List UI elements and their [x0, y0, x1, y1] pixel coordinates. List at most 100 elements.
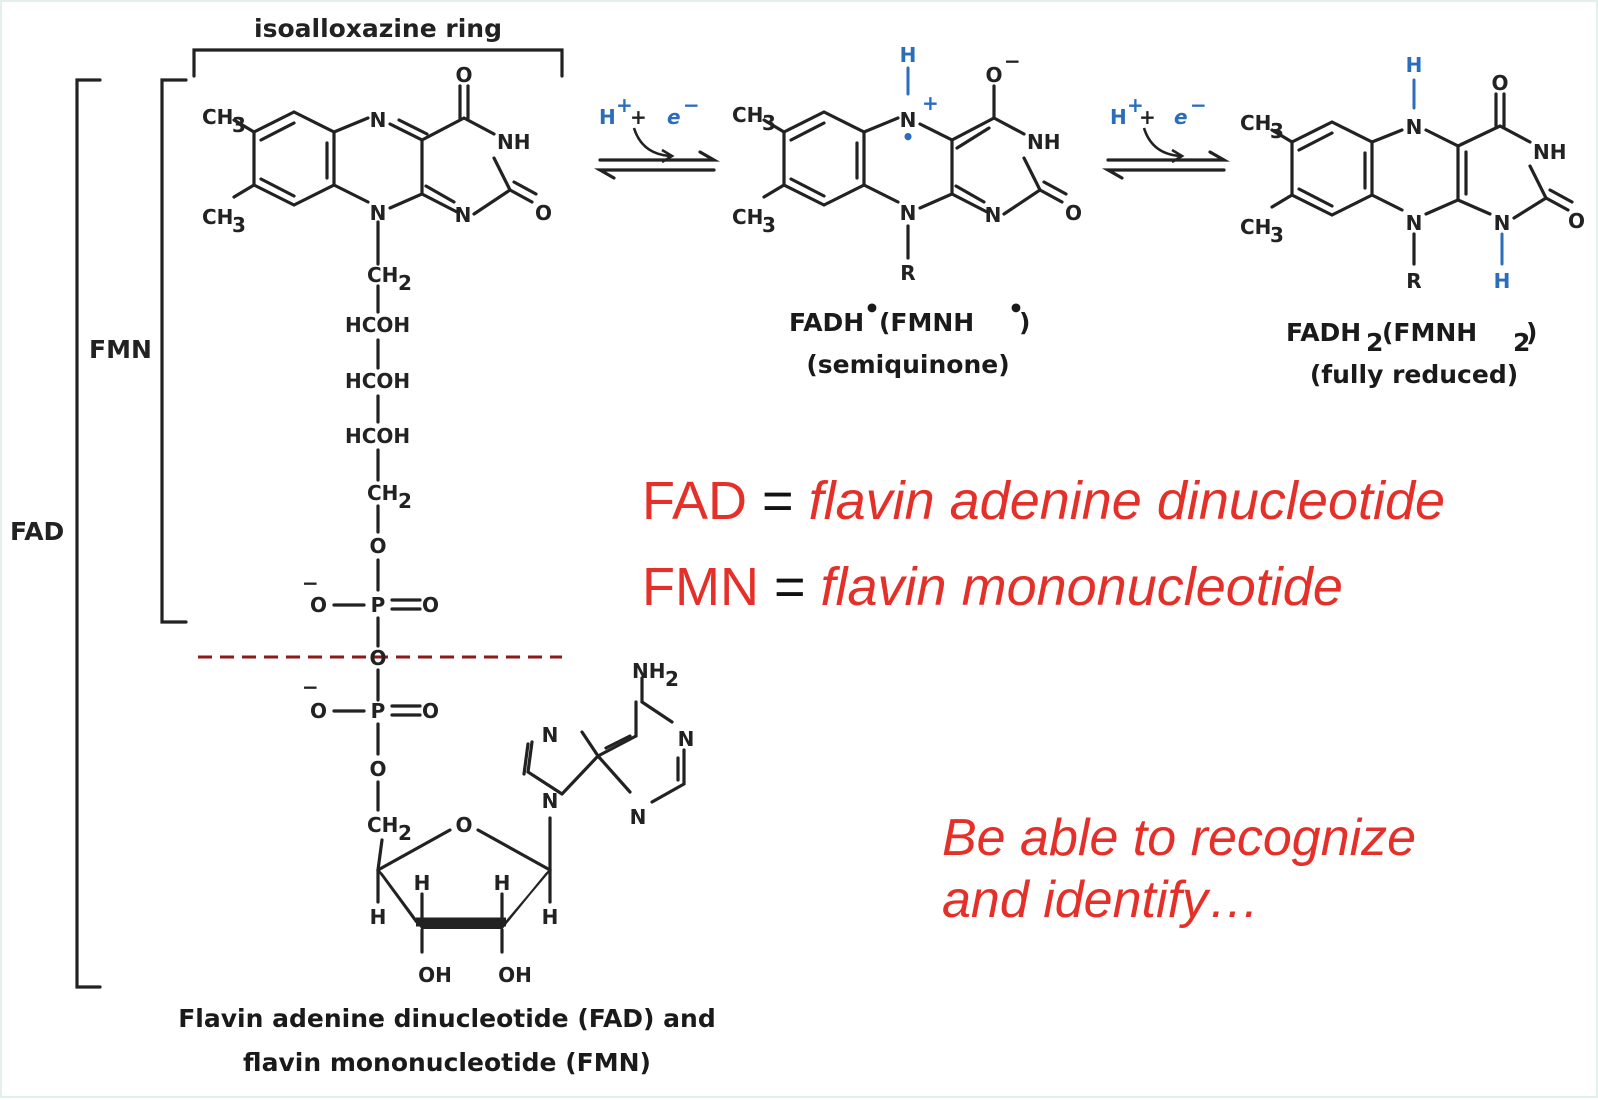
- svg-text:H: H: [900, 43, 917, 67]
- svg-text:e: e: [1174, 105, 1188, 129]
- svg-text:O: O: [369, 534, 386, 558]
- reduction-arrow-1: H + + e −: [593, 93, 721, 180]
- adenine: N N N N NH 2: [522, 659, 694, 829]
- fad-bracket-label: FAD: [10, 517, 64, 546]
- study-note: Be able to recognize and identify…: [942, 809, 1417, 930]
- svg-text:3: 3: [762, 213, 776, 237]
- svg-text:−: −: [683, 93, 700, 117]
- svg-text:(FMNH: (FMNH: [1382, 318, 1477, 347]
- svg-text:N: N: [900, 108, 917, 132]
- svg-text:H: H: [1110, 105, 1127, 129]
- svg-text:CH: CH: [367, 481, 398, 505]
- svg-text:O: O: [985, 63, 1002, 87]
- svg-text:O: O: [310, 593, 327, 617]
- svg-text:O: O: [455, 63, 472, 87]
- fad-definition: FAD = flavin adenine dinucleotide: [642, 471, 1446, 531]
- svg-text:+: +: [922, 91, 939, 115]
- phosphate-1: − O P O: [302, 571, 439, 648]
- svg-text:O: O: [422, 699, 439, 723]
- svg-text:H: H: [1406, 53, 1423, 77]
- svg-text:N: N: [1406, 115, 1423, 139]
- svg-text:3: 3: [1270, 223, 1284, 247]
- fmn-bracket: FMN: [89, 78, 188, 624]
- svg-text:N: N: [1406, 211, 1423, 235]
- svg-text:H: H: [494, 871, 511, 895]
- svg-text:CH: CH: [202, 205, 233, 229]
- svg-text:−: −: [1004, 49, 1021, 73]
- svg-text:+: +: [1127, 93, 1144, 117]
- svg-text:O: O: [369, 646, 386, 670]
- svg-text:O: O: [369, 757, 386, 781]
- svg-text:P: P: [371, 699, 386, 723]
- svg-text:(semiquinone): (semiquinone): [806, 350, 1009, 379]
- svg-text:−: −: [302, 571, 319, 595]
- svg-text:+: +: [616, 93, 633, 117]
- svg-text:3: 3: [762, 111, 776, 135]
- svg-text:N: N: [542, 789, 559, 813]
- fmn-definition: FMN = flavin mononucleotide: [642, 557, 1343, 617]
- svg-text:•: •: [902, 125, 915, 149]
- svg-text:N: N: [542, 723, 559, 747]
- svg-text:N: N: [455, 203, 472, 227]
- svg-text:P: P: [371, 593, 386, 617]
- svg-text:CH: CH: [367, 813, 398, 837]
- fad-bracket: FAD: [10, 78, 102, 989]
- svg-text:N: N: [370, 201, 387, 225]
- svg-text:CH: CH: [1240, 111, 1271, 135]
- svg-text:(fully reduced): (fully reduced): [1310, 360, 1518, 389]
- isoalloxazine-label: isoalloxazine ring: [254, 14, 502, 43]
- svg-text:CH: CH: [202, 105, 233, 129]
- reduction-arrow-2: H + + e −: [1101, 93, 1231, 180]
- svg-text:2: 2: [1366, 328, 1383, 357]
- svg-text:HCOH: HCOH: [345, 369, 410, 393]
- svg-text:O: O: [535, 201, 552, 225]
- svg-text:H: H: [542, 905, 559, 929]
- svg-text:NH: NH: [1027, 130, 1060, 154]
- svg-text:): ): [1526, 318, 1537, 347]
- svg-text:): ): [1019, 308, 1030, 337]
- svg-text:−: −: [302, 675, 319, 699]
- svg-text:O: O: [1491, 71, 1508, 95]
- svg-text:N: N: [630, 805, 647, 829]
- svg-text:2: 2: [398, 821, 412, 845]
- svg-text:flavin mononucleotide (FMN): flavin mononucleotide (FMN): [243, 1048, 651, 1077]
- svg-text:R: R: [1406, 269, 1421, 293]
- svg-text:CH: CH: [1240, 215, 1271, 239]
- svg-text:N: N: [985, 203, 1002, 227]
- svg-text:O: O: [1568, 209, 1585, 233]
- reduced-structure: H N N N NH O O R H CH 3 CH 3 FADH 2 (FMN…: [1240, 53, 1585, 389]
- svg-text:R: R: [900, 261, 915, 285]
- ribityl-chain: CH 2 HCOH HCOH HCOH CH 2 O: [345, 263, 412, 592]
- structure-caption: Flavin adenine dinucleotide (FAD) and fl…: [178, 1004, 716, 1077]
- svg-text:CH: CH: [732, 103, 763, 127]
- svg-text:e: e: [667, 105, 681, 129]
- svg-text:•: •: [864, 294, 880, 323]
- svg-text:O: O: [1065, 201, 1082, 225]
- svg-text:N: N: [370, 108, 387, 132]
- svg-text:N: N: [1494, 211, 1511, 235]
- svg-text:H: H: [1494, 269, 1511, 293]
- svg-text:2: 2: [665, 667, 679, 691]
- svg-text:H: H: [370, 905, 387, 929]
- svg-text:HCOH: HCOH: [345, 424, 410, 448]
- svg-text:O: O: [455, 813, 472, 837]
- phosphate-2: O − O P O O CH 2: [302, 646, 439, 845]
- svg-text:CH: CH: [367, 263, 398, 287]
- svg-text:Flavin adenine dinucleotide (F: Flavin adenine dinucleotide (FAD) and: [178, 1004, 716, 1033]
- svg-text:O: O: [310, 699, 327, 723]
- svg-text:OH: OH: [418, 963, 452, 987]
- svg-text:N: N: [900, 201, 917, 225]
- svg-text:H: H: [414, 871, 431, 895]
- svg-text:2: 2: [1513, 328, 1530, 357]
- svg-text:3: 3: [1270, 119, 1284, 143]
- svg-text:3: 3: [232, 113, 246, 137]
- semiquinone-structure: H N + • N N NH O − O R CH 3 CH 3 FADH • …: [732, 43, 1082, 379]
- svg-text:NH: NH: [497, 130, 530, 154]
- svg-text:•: •: [1008, 294, 1024, 323]
- ribose-ring: O H H H H OH OH: [370, 813, 559, 987]
- svg-text:NH: NH: [1533, 140, 1566, 164]
- svg-text:H: H: [599, 105, 616, 129]
- svg-text:2: 2: [398, 489, 412, 513]
